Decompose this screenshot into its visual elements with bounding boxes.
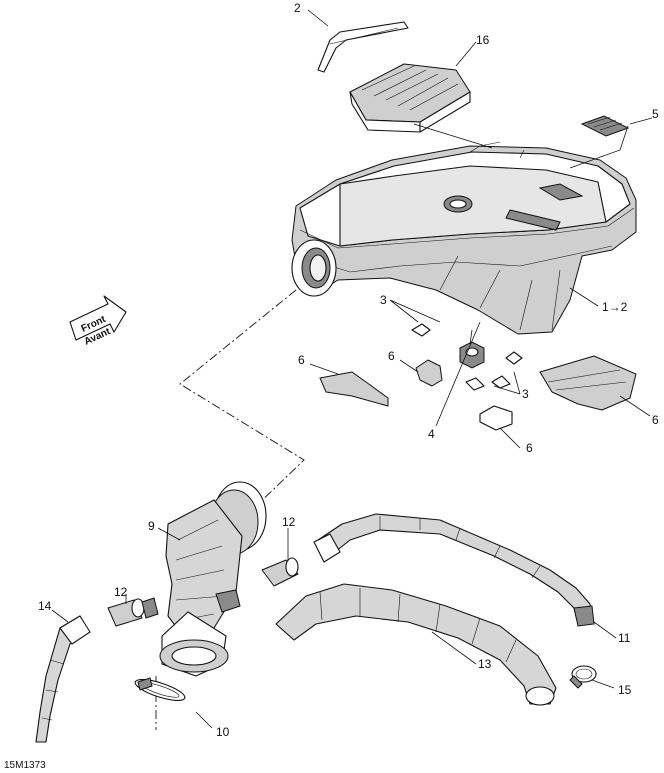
callout-3-b: 3 [522, 387, 529, 401]
callout-13: 13 [478, 657, 492, 671]
part-16-filter [349, 63, 471, 133]
callout-6-b: 6 [388, 349, 395, 363]
callout-6-c: 6 [652, 413, 659, 427]
callout-5: 5 [652, 107, 659, 121]
callout-12-b: 12 [114, 585, 128, 599]
callout-1-to-2: 1→2 [602, 300, 628, 314]
part-3-clip-c [465, 375, 511, 391]
callout-15: 15 [618, 683, 632, 697]
front-direction-badge: Front Avant [69, 295, 127, 348]
callout-14: 14 [38, 599, 52, 613]
callout-2: 2 [294, 1, 301, 15]
part-6-pad-bracket-a [415, 359, 443, 387]
part-3-clip-b [505, 351, 523, 365]
assembly-line-intake [179, 289, 305, 509]
airbox-housing [291, 141, 637, 335]
callout-9: 9 [148, 519, 155, 533]
callout-11: 11 [618, 631, 631, 645]
reference-code: 15M1373 [4, 760, 46, 771]
part-5-label [580, 115, 630, 137]
part-6-foam-strip [319, 371, 389, 407]
part-6-heat-shield [539, 355, 637, 411]
part-9-intake-adapter [159, 481, 267, 677]
part-11-hose [313, 513, 595, 627]
part-14-hose [35, 615, 91, 743]
part-12-coupler-left [107, 597, 159, 627]
callout-16: 16 [476, 33, 490, 47]
callout-6-a: 6 [298, 353, 305, 367]
part-10-clamp [134, 677, 186, 701]
callout-3-a: 3 [380, 293, 387, 307]
part-2-strip [317, 21, 409, 73]
part-15-clamp [569, 665, 597, 689]
part-4-grommet [459, 341, 485, 369]
callout-4: 4 [428, 427, 435, 441]
callout-6-d: 6 [526, 441, 533, 455]
leader-lines [51, 9, 653, 729]
part-13-hose [275, 583, 557, 706]
part-3-clip-a [411, 323, 431, 337]
part-12-coupler-right [261, 557, 299, 587]
part-6-pad-bracket-b [479, 405, 513, 431]
callout-10: 10 [216, 725, 230, 739]
callout-labels: 2 16 5 1→2 3 6 6 3 6 4 6 9 12 12 14 11 1… [38, 1, 659, 739]
callout-12-a: 12 [282, 515, 296, 529]
